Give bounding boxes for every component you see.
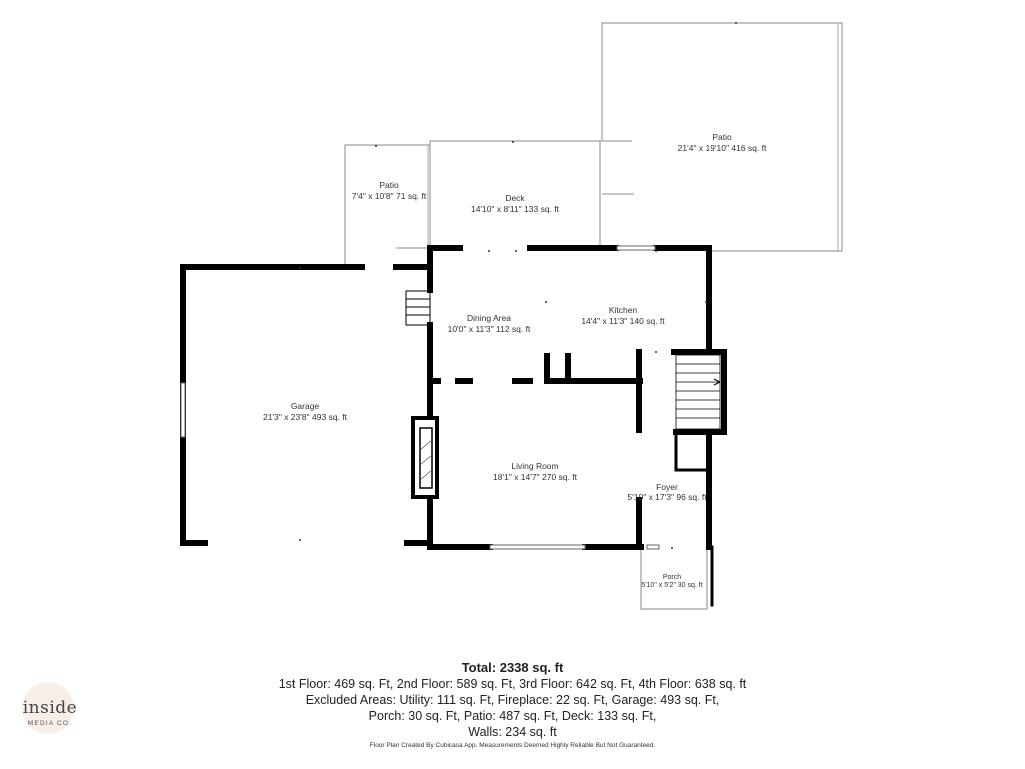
deck-dims: 14'10" x 8'11" 133 sq. ft <box>471 204 560 214</box>
foyer-dims: 5'10" x 17'3" 96 sq. ft <box>627 492 707 502</box>
garage-dims: 21'3" x 23'8" 493 sq. ft <box>263 412 348 422</box>
patio-small-dims: 7'4" x 10'8" 71 sq. ft <box>352 191 427 201</box>
kitchen-name: Kitchen <box>609 305 638 315</box>
patio-large-dims: 21'4" x 19'10" 416 sq. ft <box>678 143 767 153</box>
summary-excluded-cont: Porch: 30 sq. Ft, Patio: 487 sq. Ft, Dec… <box>368 709 657 723</box>
summary-walls: Walls: 234 sq. ft <box>468 725 557 739</box>
dining-name: Dining Area <box>467 313 511 323</box>
summary-floors: 1st Floor: 469 sq. Ft, 2nd Floor: 589 sq… <box>278 677 747 691</box>
patio-large-name: Patio <box>712 132 732 142</box>
disclaimer: Floor Plan Created By Cubicasa App. Meas… <box>369 742 656 749</box>
area-summary: Total: 2338 sq. ft 1st Floor: 469 sq. Ft… <box>0 660 1025 740</box>
living-dims: 18'1" x 14'7" 270 sq. ft <box>493 472 578 482</box>
deck-name: Deck <box>505 193 525 203</box>
garage-name: Garage <box>291 401 320 411</box>
logo-circle <box>22 682 74 734</box>
porch-name: Porch <box>663 574 681 581</box>
garage-steps <box>405 290 431 326</box>
porch-dims: 5'10" x 5'2" 30 sq. ft <box>641 582 702 589</box>
living-name: Living Room <box>511 461 558 471</box>
logo-sub: MEDIA CO. <box>27 720 73 727</box>
total-area: Total: 2338 sq. ft <box>461 660 564 675</box>
fireplace <box>411 416 439 499</box>
marks <box>299 22 737 549</box>
windows <box>180 245 660 550</box>
inside-media-logo: inside MEDIA CO. <box>10 682 90 742</box>
staircase <box>675 354 721 430</box>
summary-excluded: Excluded Areas: Utility: 111 sq. Ft, Fir… <box>305 693 720 707</box>
foyer-name: Foyer <box>656 482 678 492</box>
room-labels: Patio 21'4" x 19'10" 416 sq. ft Patio 7'… <box>263 132 767 589</box>
walls <box>180 245 727 607</box>
dining-dims: 10'0" x 11'3" 112 sq. ft <box>448 324 531 334</box>
logo-word: inside <box>22 698 78 718</box>
patio-small-name: Patio <box>379 180 399 190</box>
kitchen-dims: 14'4" x 11'3" 140 sq. ft <box>581 316 665 326</box>
